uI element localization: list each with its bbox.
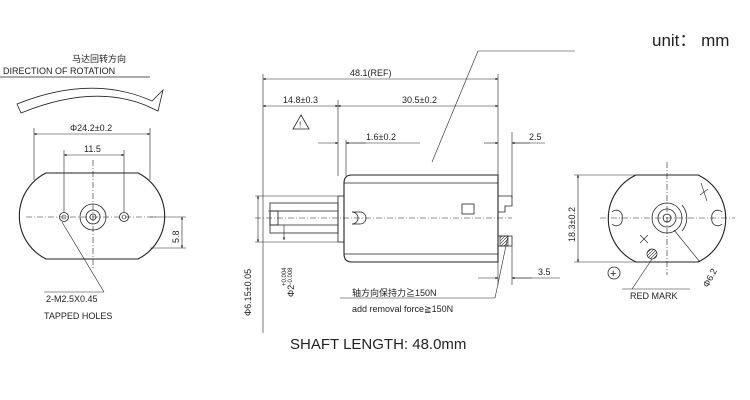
- dim-overall-length: 48.1(REF): [350, 68, 392, 78]
- plus-symbol: +: [610, 268, 616, 280]
- dim-end-diameter: Φ24.2±0.2: [70, 123, 112, 133]
- warning-triangle-icon: [292, 114, 310, 130]
- tapped-hole-left: [59, 212, 69, 222]
- dim-body-length: 30.5±0.2: [402, 95, 437, 105]
- motor-body: [343, 174, 499, 263]
- tapped-holes-spec: 2-M2.5X0.45: [46, 294, 98, 304]
- dim-boss-diameter: Φ6.15±0.05: [243, 269, 253, 316]
- dim-terminal-width: 2.5: [529, 132, 542, 142]
- removal-force-cn: 轴方向保持力≧150N: [352, 287, 437, 298]
- warning-symbol: !: [299, 121, 301, 130]
- red-mark-label: RED MARK: [630, 291, 678, 301]
- dim-shaft-section: 14.8±0.3: [283, 95, 318, 105]
- boss-outer: [79, 203, 107, 231]
- rotation-title-en: DIRECTION OF ROTATION: [3, 66, 115, 76]
- tapped-holes-label: TAPPED HOLES: [44, 311, 112, 321]
- left-end-view: 马达回转方向 DIRECTION OF ROTATION Φ24.2±0.2 1…: [0, 53, 186, 321]
- shaft-tol-lower: −0.008: [288, 267, 294, 286]
- tapped-hole-right: [119, 212, 129, 222]
- dim-hole-spacing: 11.5: [84, 144, 101, 154]
- end-cap-profile: [18, 172, 166, 260]
- rear-cap-profile: [607, 174, 727, 263]
- right-end-view: + 18.3±0.2 Φ6.2 RED MARK: [567, 162, 735, 301]
- rotation-title-cn: 马达回转方向: [72, 53, 126, 64]
- dim-rear-height: 18.3±0.2: [567, 207, 577, 242]
- dim-terminal-offset: 3.5: [538, 267, 551, 277]
- shaft-tol-upper: +0.004: [282, 267, 288, 286]
- dim-shaft-diameter: Φ2: [286, 285, 296, 297]
- shaft-length-note: SHAFT LENGTH: 48.0mm: [290, 336, 466, 353]
- dim-end-height: 5.8: [171, 230, 181, 243]
- dim-hub-diameter: Φ6.2: [701, 267, 719, 289]
- unit-label: unit： mm: [652, 31, 729, 50]
- terminal-top: [498, 195, 513, 213]
- rotation-arrow: [16, 87, 164, 114]
- dim-boss-length: 1.6±0.2: [366, 132, 396, 142]
- rear-hub: [651, 202, 683, 234]
- side-view: 48.1(REF) 14.8±0.3 30.5±0.2 ! 1.6±0.2 2.…: [243, 50, 575, 353]
- red-mark-dot: [646, 248, 658, 260]
- removal-force-en: add removal force≧150N: [352, 304, 453, 314]
- plus-marker: [607, 266, 621, 280]
